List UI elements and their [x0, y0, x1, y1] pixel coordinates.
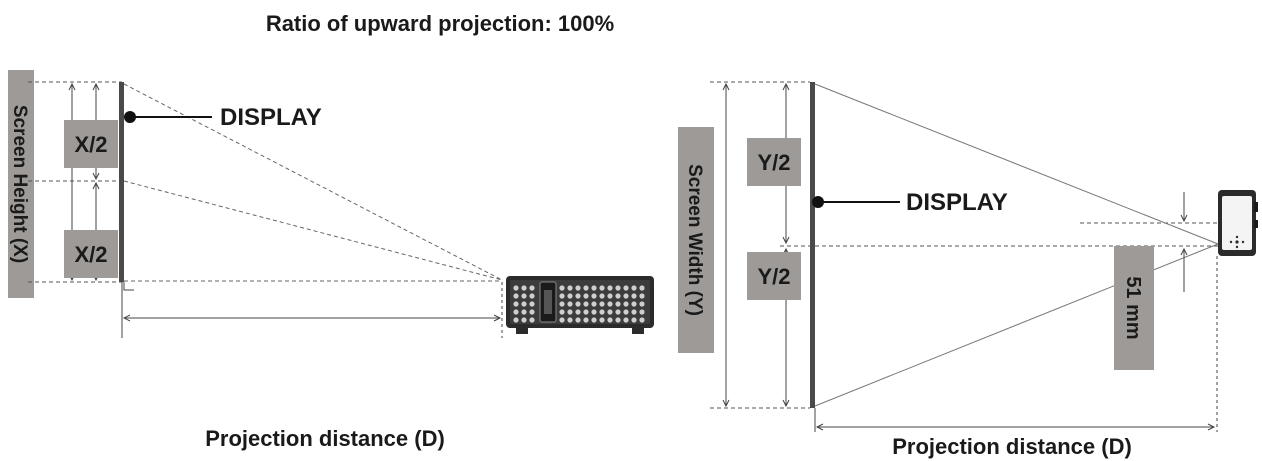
- diagram-title: Ratio of upward projection: 100%: [266, 11, 614, 36]
- right-half-bottom-label: Y/2: [757, 264, 790, 289]
- left-right-angle-mark: [123, 282, 134, 291]
- right-projector-icon: [1218, 190, 1258, 256]
- right-screen-width-box: Screen Width (Y): [678, 127, 714, 353]
- left-screen-height-bg: [8, 70, 34, 298]
- left-screen: [119, 82, 124, 282]
- left-diagram: Screen Height (X) X/2: [8, 70, 654, 451]
- right-offset-dimension: [1180, 192, 1188, 292]
- right-half-top-box: Y/2: [747, 138, 801, 186]
- left-screen-height-box: Screen Height (X): [8, 70, 34, 298]
- right-width-dimension: [722, 82, 730, 408]
- right-half-dimensions: [782, 82, 790, 408]
- right-screen-width-bg: [678, 127, 714, 353]
- left-display-label: DISPLAY: [220, 104, 322, 131]
- right-half-bottom-box: Y/2: [747, 252, 801, 300]
- left-distance-dimension: [122, 282, 503, 338]
- right-display-label: DISPLAY: [906, 189, 1008, 216]
- left-display-callout: DISPLAY: [124, 104, 322, 131]
- left-half-bottom-box: X/2: [64, 230, 118, 278]
- right-screen: [810, 82, 815, 408]
- left-half-top-box: X/2: [64, 120, 118, 168]
- left-extension-lines: [28, 81, 122, 283]
- right-distance-dimension: [815, 256, 1218, 432]
- left-distance-label: Projection distance (D): [205, 426, 445, 451]
- left-half-top-label: X/2: [74, 132, 107, 157]
- left-screen-height-label: Screen Height (X): [9, 105, 30, 263]
- right-projection-rays: [814, 83, 1219, 407]
- left-projector-icon: [506, 276, 654, 334]
- right-display-callout: DISPLAY: [812, 189, 1008, 216]
- right-diagram: Screen Width (Y) Y/2: [678, 81, 1258, 459]
- right-offset-box: 51 mm: [1114, 246, 1154, 370]
- right-offset-label: 51 mm: [1122, 276, 1144, 339]
- right-distance-label: Projection distance (D): [892, 434, 1132, 459]
- left-half-bottom-label: X/2: [74, 242, 107, 267]
- right-screen-width-label: Screen Width (Y): [684, 164, 705, 316]
- right-half-top-label: Y/2: [757, 150, 790, 175]
